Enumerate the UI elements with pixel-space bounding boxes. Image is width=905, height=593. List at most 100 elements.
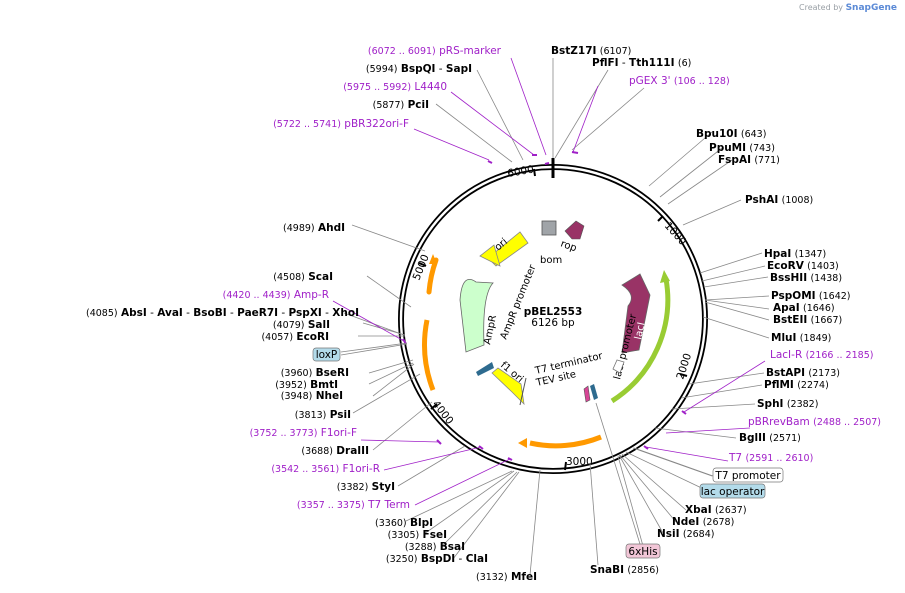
svg-text:(5994) BspQI - SapI: (5994) BspQI - SapI bbox=[366, 63, 472, 75]
site-mfei: MfeI bbox=[511, 571, 537, 583]
svg-text:LacI-R (2166 .. 2185): LacI-R (2166 .. 2185) bbox=[770, 349, 873, 361]
primer-labels: (6072 .. 6091) pRS-marker (5975 .. 5992)… bbox=[223, 45, 881, 511]
right-site-labels: BstZ17I (6107) PflFI - Tth111I (6) Bpu10… bbox=[476, 45, 851, 583]
svg-text:PshAI (1008): PshAI (1008) bbox=[745, 194, 813, 206]
site-blpi: BlpI bbox=[410, 517, 433, 529]
site-ndei: NdeI bbox=[672, 516, 699, 528]
svg-text:pBRrevBam (2488 .. 2507): pBRrevBam (2488 .. 2507) bbox=[748, 416, 881, 428]
site-hpai: HpaI bbox=[764, 248, 791, 260]
site-nhei: NheI bbox=[316, 390, 343, 402]
svg-text:(3688) DraIII: (3688) DraIII bbox=[301, 445, 369, 457]
svg-text:EcoRV (1403): EcoRV (1403) bbox=[767, 260, 839, 272]
site-xbai: XbaI bbox=[685, 504, 712, 516]
svg-text:(3357 .. 3375) T7 Term: (3357 .. 3375) T7 Term bbox=[297, 499, 410, 511]
svg-text:(3542 .. 3561) F1ori-R: (3542 .. 3561) F1ori-R bbox=[271, 463, 380, 475]
leader-lines bbox=[340, 58, 770, 576]
site-bspqi: BspQI bbox=[401, 63, 436, 75]
svg-text:NsiI (2684): NsiI (2684) bbox=[657, 528, 714, 540]
svg-text:(4079) SalI: (4079) SalI bbox=[273, 319, 330, 331]
svg-text:(3288) BsaI: (3288) BsaI bbox=[405, 541, 465, 553]
svg-text:BssHII (1438): BssHII (1438) bbox=[770, 272, 842, 284]
his-marker bbox=[590, 384, 598, 400]
orange-outer-bottom bbox=[529, 434, 602, 449]
svg-text:(3948) NheI: (3948) NheI bbox=[281, 390, 343, 402]
ampr-promoter-label: AmpR promoter bbox=[499, 263, 539, 342]
svg-text:(3382) StyI: (3382) StyI bbox=[337, 481, 395, 493]
primer-t7: T7 bbox=[728, 452, 742, 464]
svg-text:(3305) FseI: (3305) FseI bbox=[388, 529, 447, 541]
svg-text:PpuMI (743): PpuMI (743) bbox=[709, 142, 775, 154]
site-sali: SalI bbox=[308, 319, 330, 331]
tick-3000: 3000 bbox=[566, 456, 593, 468]
snapgene-logo: SnapGene bbox=[845, 3, 897, 13]
svg-text:SphI (2382): SphI (2382) bbox=[757, 398, 818, 410]
site-apai: ApaI bbox=[773, 302, 800, 314]
svg-text:(5975 .. 5992) L4440: (5975 .. 5992) L4440 bbox=[343, 81, 447, 93]
site-bsai: BsaI bbox=[440, 541, 465, 553]
svg-text:(4420 .. 4439) Amp-R: (4420 .. 4439) Amp-R bbox=[223, 289, 329, 301]
site-draiii: DraIII bbox=[336, 445, 369, 457]
amp-outer-arrow bbox=[426, 257, 439, 295]
t7-promoter-label: T7 promoter bbox=[714, 470, 781, 482]
primer-t7-term: T7 Term bbox=[367, 499, 410, 511]
svg-text:NdeI (2678): NdeI (2678) bbox=[672, 516, 734, 528]
green-outer-arrow bbox=[610, 278, 671, 404]
site-mlui: MluI bbox=[771, 332, 796, 344]
svg-text:(3960) BseRI: (3960) BseRI bbox=[281, 367, 349, 379]
primer-pgex3: pGEX 3' bbox=[629, 75, 671, 87]
site-pflmi: PflMI bbox=[764, 379, 794, 391]
svg-text:(4508) ScaI: (4508) ScaI bbox=[273, 271, 333, 283]
plasmid-name: pBEL2553 bbox=[524, 306, 583, 318]
lac-operator-label: lac operator bbox=[701, 486, 765, 498]
site-bglii: BglII bbox=[739, 432, 766, 444]
laci-label: lacI bbox=[633, 321, 647, 340]
site-pflfi: PflFI bbox=[592, 57, 619, 69]
svg-text:(5877) PciI: (5877) PciI bbox=[373, 99, 429, 111]
svg-text:(3250) BspDI - ClaI: (3250) BspDI - ClaI bbox=[386, 553, 488, 565]
site-ppumi: PpuMI bbox=[709, 142, 746, 154]
site-snabi: SnaBI bbox=[590, 564, 624, 576]
svg-text:(4085) AbsI - AvaI - BsoBI: (4085) AbsI - AvaI - BsoBI - PaeR7I - Ps… bbox=[86, 307, 359, 319]
svg-text:PspOMI (1642): PspOMI (1642) bbox=[771, 290, 851, 302]
site-ecorv: EcoRV bbox=[767, 260, 805, 272]
loxp-box bbox=[312, 347, 341, 362]
svg-text:BstAPI (2173): BstAPI (2173) bbox=[766, 367, 840, 379]
svg-text:ApaI (1646): ApaI (1646) bbox=[773, 302, 835, 314]
site-bpu10i: Bpu10I bbox=[696, 128, 738, 140]
orange-outer-left bbox=[422, 319, 436, 391]
site-fsei: FseI bbox=[423, 529, 447, 541]
rop-arrow bbox=[564, 220, 585, 240]
primer-pbrrevbam: pBRrevBam bbox=[748, 416, 810, 428]
site-bsteii: BstEII bbox=[773, 314, 807, 326]
primer-amp-r: Amp-R bbox=[294, 289, 329, 301]
t7-terminator-marker bbox=[519, 377, 527, 406]
ampr-arrow bbox=[459, 278, 494, 353]
lac-operator-box bbox=[699, 483, 766, 499]
site-bstapi: BstAPI bbox=[766, 367, 805, 379]
left-site-labels: (5994) BspQI - SapI (5877) PciI (4989) A… bbox=[86, 63, 488, 565]
site-pcii: PciI bbox=[408, 99, 429, 111]
site-bsshii: BssHII bbox=[770, 272, 807, 284]
site-ahdi: AhdI bbox=[318, 222, 345, 234]
svg-text:(3132) MfeI: (3132) MfeI bbox=[476, 571, 537, 583]
svg-text:PflMI (2274): PflMI (2274) bbox=[764, 379, 829, 391]
primer-laci-r: LacI-R bbox=[770, 349, 802, 361]
snapgene-credit: Created by SnapGene bbox=[799, 3, 897, 13]
svg-text:(3813) PsiI: (3813) PsiI bbox=[295, 409, 351, 421]
primer-l4440: L4440 bbox=[414, 81, 447, 93]
primer-f1ori-f: F1ori-F bbox=[321, 427, 357, 439]
site-bmti: BmtI bbox=[310, 379, 338, 391]
ori-arrow bbox=[487, 231, 529, 267]
svg-text:SnaBI (2856): SnaBI (2856) bbox=[590, 564, 659, 576]
site-pshai: PshAI bbox=[745, 194, 778, 206]
site-bspdi: BspDI bbox=[421, 553, 455, 565]
svg-text:HpaI (1347): HpaI (1347) bbox=[764, 248, 826, 260]
tick-6000: 6000 bbox=[506, 163, 534, 179]
svg-text:BstZ17I (6107): BstZ17I (6107) bbox=[551, 45, 631, 57]
site-psii: PsiI bbox=[330, 409, 351, 421]
svg-text:Bpu10I (643): Bpu10I (643) bbox=[696, 128, 766, 140]
bom-label: bom bbox=[540, 255, 562, 266]
tev-marker bbox=[583, 385, 591, 403]
primer-f1ori-r: F1ori-R bbox=[343, 463, 380, 475]
site-bseri: BseRI bbox=[316, 367, 349, 379]
